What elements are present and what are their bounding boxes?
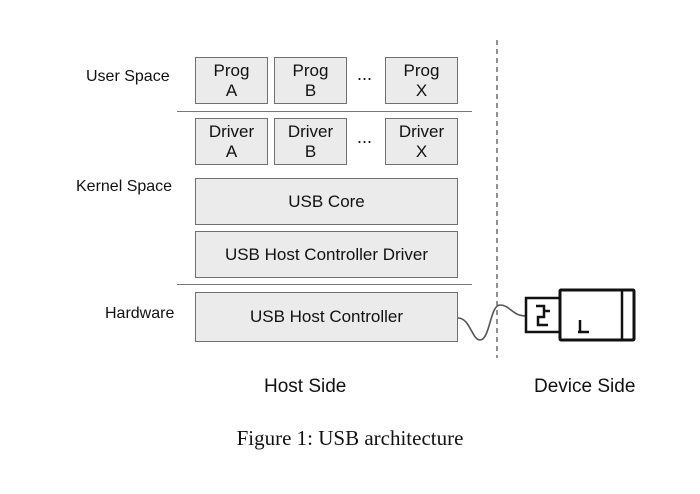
usb-host-controller-box: USB Host Controller <box>195 292 458 342</box>
driver-ellipsis: ... <box>357 127 373 147</box>
prog-b-box: Prog B <box>274 57 347 104</box>
driver-b-box: Driver B <box>274 118 347 165</box>
device-side-label: Device Side <box>534 376 636 397</box>
driver-a-box: Driver A <box>195 118 268 165</box>
usb-core-box: USB Core <box>195 178 458 225</box>
kernel-hardware-divider <box>177 284 472 285</box>
figure-caption: Figure 1: USB architecture <box>236 426 464 450</box>
hardware-label: Hardware <box>105 305 175 322</box>
kernel-space-label: Kernel Space <box>76 178 173 195</box>
usb-stick-icon <box>524 288 636 342</box>
prog-x-line2: X <box>415 80 428 100</box>
user-space-label: User Space <box>86 68 170 85</box>
usb-cable <box>457 304 527 341</box>
prog-ellipsis: ... <box>357 64 373 84</box>
prog-a-line2: A <box>225 80 238 100</box>
driver-a-line2: A <box>225 141 238 161</box>
driver-b-line1: Driver <box>287 121 334 141</box>
prog-b-line2: B <box>304 80 317 100</box>
user-kernel-divider <box>177 111 472 112</box>
prog-x-box: Prog X <box>385 57 458 104</box>
prog-x-line1: Prog <box>403 60 440 80</box>
prog-a-line1: Prog <box>213 60 250 80</box>
host-controller-driver-box: USB Host Controller Driver <box>195 231 458 278</box>
driver-x-line2: X <box>415 141 428 161</box>
driver-a-line1: Driver <box>208 121 255 141</box>
driver-b-line2: B <box>304 141 317 161</box>
host-side-label: Host Side <box>264 376 347 397</box>
prog-a-box: Prog A <box>195 57 268 104</box>
prog-b-line1: Prog <box>292 60 329 80</box>
driver-x-box: Driver X <box>385 118 458 165</box>
driver-x-line1: Driver <box>398 121 445 141</box>
